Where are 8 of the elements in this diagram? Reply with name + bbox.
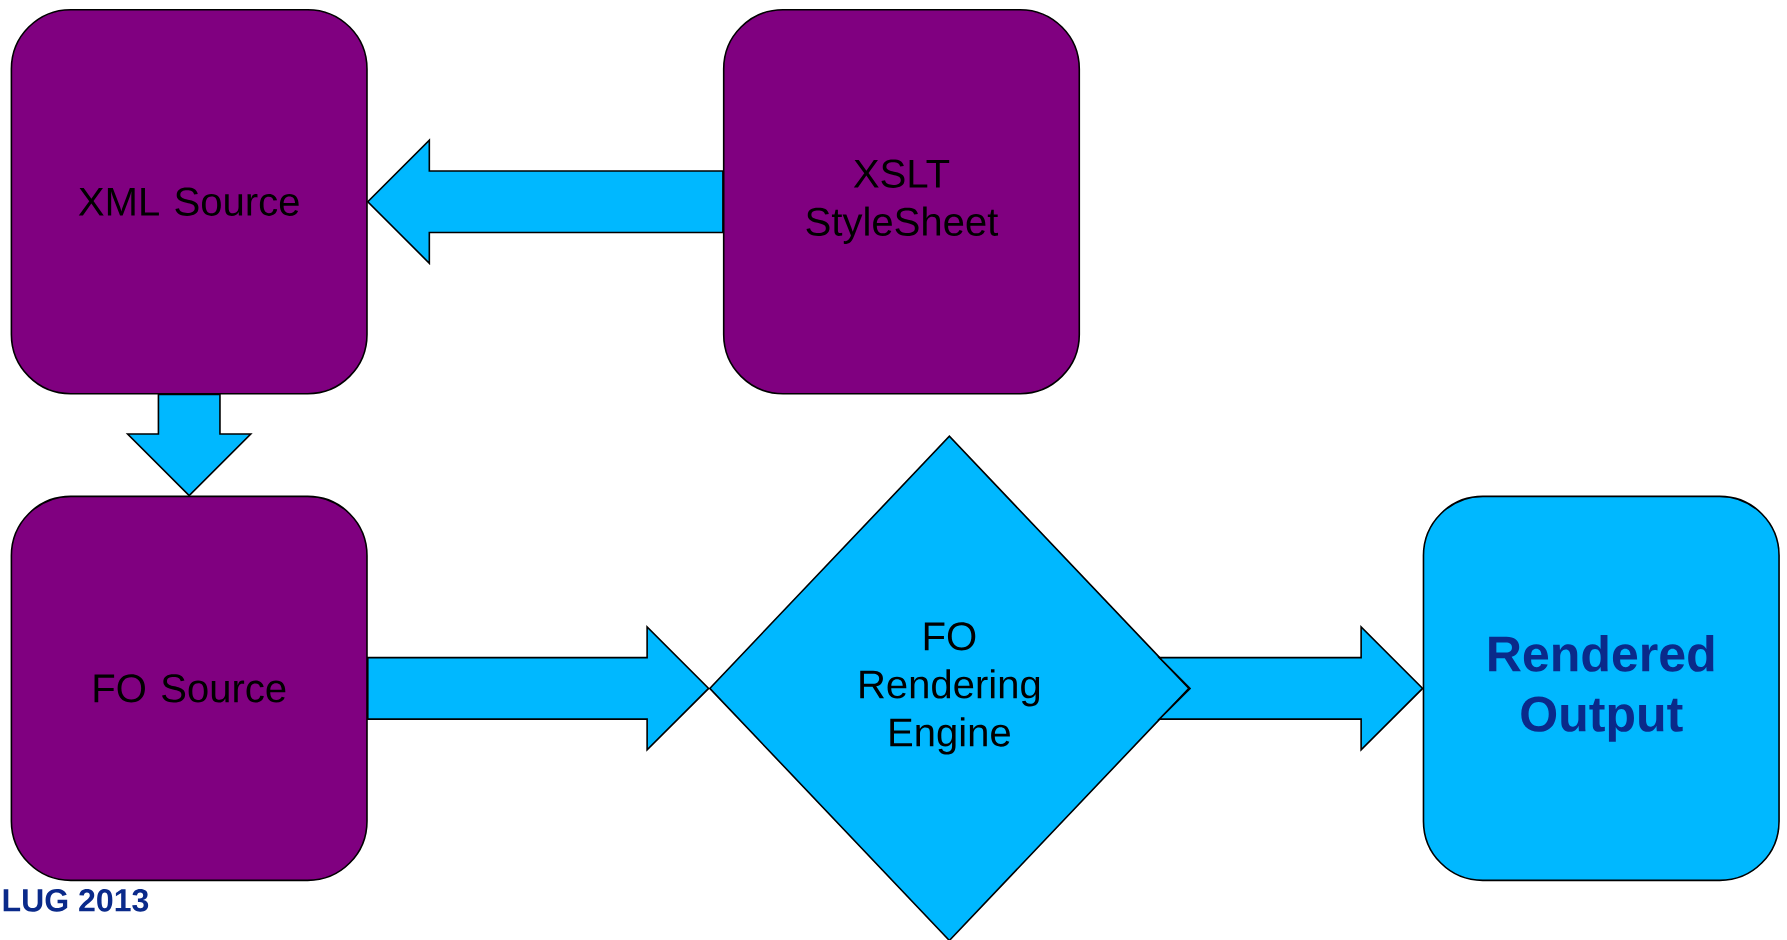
block-arrow xyxy=(366,138,724,266)
process-box: XML Source xyxy=(10,8,368,395)
block-arrow xyxy=(1157,624,1424,752)
process-box: XSLT StyleSheet xyxy=(722,8,1081,395)
block-arrow xyxy=(125,393,253,497)
block-arrow xyxy=(367,624,710,752)
process-box: Rendered Output xyxy=(1422,495,1780,882)
process-box: FO Source xyxy=(10,495,368,882)
